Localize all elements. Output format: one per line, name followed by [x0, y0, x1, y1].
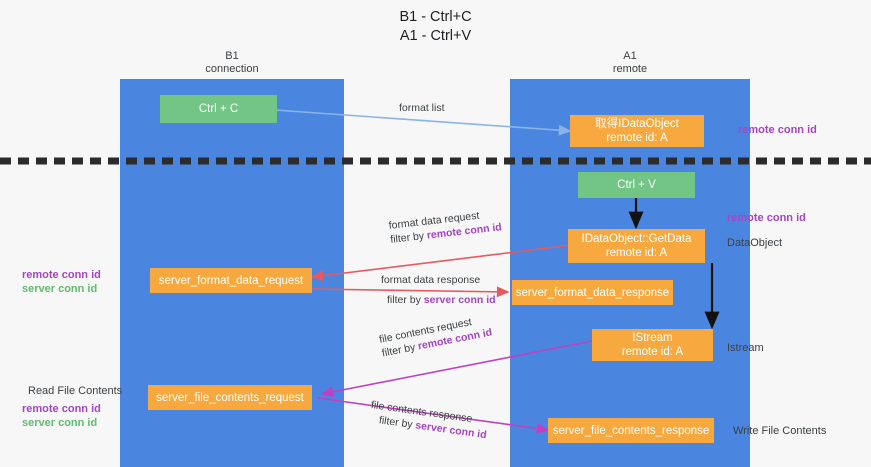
box-server-file-contents-response[interactable]: server_file_contents_response — [548, 418, 714, 443]
title-line-1: B1 - Ctrl+C — [399, 9, 472, 25]
box-idataobject-subtitle: remote id: A — [606, 132, 668, 144]
annotation-left-server-conn-id-2: server conn id — [22, 417, 98, 429]
filter-key-server-conn-id: server conn id — [423, 294, 496, 306]
box-server-file-contents-response-label: server_file_contents_response — [552, 424, 710, 437]
edge-label-file-contents-response: file contents response filter by server … — [368, 398, 489, 442]
annotation-left-server-conn-id: server conn id — [22, 283, 98, 295]
annotation-write-file-contents: Write File Contents — [733, 425, 827, 437]
box-istream-subtitle: remote id: A — [621, 346, 684, 358]
box-getdata-title: IDataObject::GetData — [581, 233, 692, 245]
annotation-remote-conn-id-mid: remote conn id — [727, 212, 806, 224]
box-istream[interactable]: IStream remote id: A — [592, 329, 713, 361]
lane-header-b1: B1 connection — [120, 50, 344, 76]
box-server-file-contents-request-label: server_file_contents_request — [156, 391, 304, 404]
box-idataobject[interactable]: 取得IDataObject remote id: A — [570, 115, 704, 147]
filter-prefix: filter by — [389, 229, 428, 246]
box-server-format-data-response-label: server_format_data_response — [515, 286, 670, 299]
edge-label-format-data-response-filter: filter by server conn id — [387, 293, 496, 307]
box-ctrl-v-label: Ctrl + V — [617, 179, 656, 191]
edge-label-format-data-request: format data request filter by remote con… — [388, 206, 502, 247]
box-server-format-data-response[interactable]: server_format_data_response — [512, 280, 673, 305]
box-server-format-data-request[interactable]: server_format_data_request — [150, 268, 312, 293]
filter-prefix: filter by — [387, 294, 424, 306]
annotation-read-file-contents: Read File Contents — [28, 385, 123, 397]
box-server-file-contents-request[interactable]: server_file_contents_request — [148, 385, 312, 410]
filter-prefix: filter by — [378, 414, 417, 432]
title-line-2: A1 - Ctrl+V — [399, 28, 472, 44]
annotation-dataobject: DataObject — [727, 237, 783, 249]
lane-header-a1: A1 remote — [510, 50, 750, 76]
edge-label-file-contents-request: file contents request filter by remote c… — [378, 312, 493, 361]
edge-label-format-data-response: format data response filter by server co… — [381, 273, 496, 307]
box-getdata[interactable]: IDataObject::GetData remote id: A — [568, 229, 705, 263]
lane-header-a1-sub: remote — [612, 63, 648, 75]
lane-header-a1-name: A1 — [623, 50, 637, 62]
box-ctrl-c-label: Ctrl + C — [198, 103, 239, 115]
box-server-format-data-request-label: server_format_data_request — [158, 274, 304, 287]
box-getdata-subtitle: remote id: A — [605, 247, 668, 259]
annotation-left-remote-conn-id-2: remote conn id — [22, 403, 101, 415]
box-istream-title: IStream — [632, 332, 673, 344]
edge-label-format-list: format list — [399, 101, 445, 115]
box-ctrl-c[interactable]: Ctrl + C — [160, 95, 277, 123]
lane-header-b1-sub: connection — [205, 63, 259, 75]
edge-label-format-list-text: format list — [399, 102, 445, 114]
box-idataobject-title: 取得IDataObject — [595, 118, 679, 130]
edge-label-format-data-response-text: format data response — [381, 274, 481, 286]
annotation-istream: Istream — [727, 342, 764, 354]
lane-header-b1-name: B1 — [225, 50, 239, 62]
diagram-title: B1 - Ctrl+C A1 - Ctrl+V — [0, 8, 871, 46]
annotation-left-remote-conn-id: remote conn id — [22, 269, 101, 281]
box-ctrl-v[interactable]: Ctrl + V — [578, 172, 695, 198]
annotation-remote-conn-id-top: remote conn id — [738, 124, 817, 136]
